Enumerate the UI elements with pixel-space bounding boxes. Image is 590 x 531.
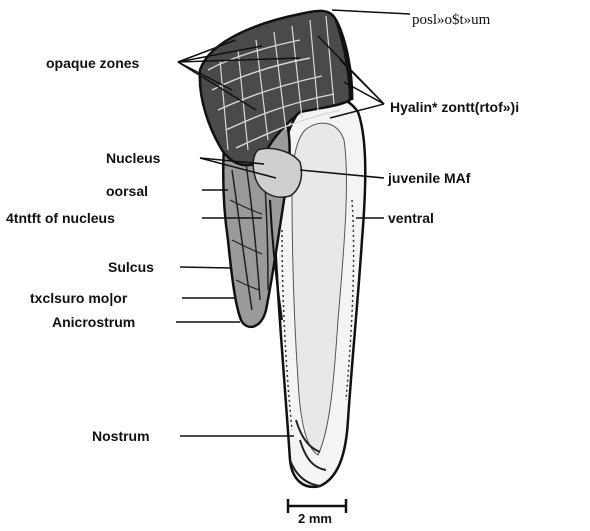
label-nucleus: Nucleus xyxy=(106,151,160,165)
label-posterostum: posl»o$t»um xyxy=(412,13,490,28)
label-ventral: ventral xyxy=(388,211,434,225)
label-opaque-zones: opaque zones xyxy=(46,56,139,70)
label-nostrum: Nostrum xyxy=(92,429,150,443)
leader-sulcus xyxy=(180,267,232,268)
leader-posterostum xyxy=(332,10,410,14)
scale-bar-label: 2 mm xyxy=(298,512,332,525)
label-nucleus-part: 4tntft of nucleus xyxy=(6,211,115,225)
label-juvenile: juvenile MAf xyxy=(388,171,470,185)
label-hyaline-zones: Hyalin* zontt(rtof»)i xyxy=(390,100,519,114)
label-anicrostrum: Anicrostrum xyxy=(52,315,135,329)
label-excisure: txclsuro mo|or xyxy=(30,291,127,305)
label-dorsal: oorsal xyxy=(106,184,148,198)
label-sulcus: Sulcus xyxy=(108,260,154,274)
